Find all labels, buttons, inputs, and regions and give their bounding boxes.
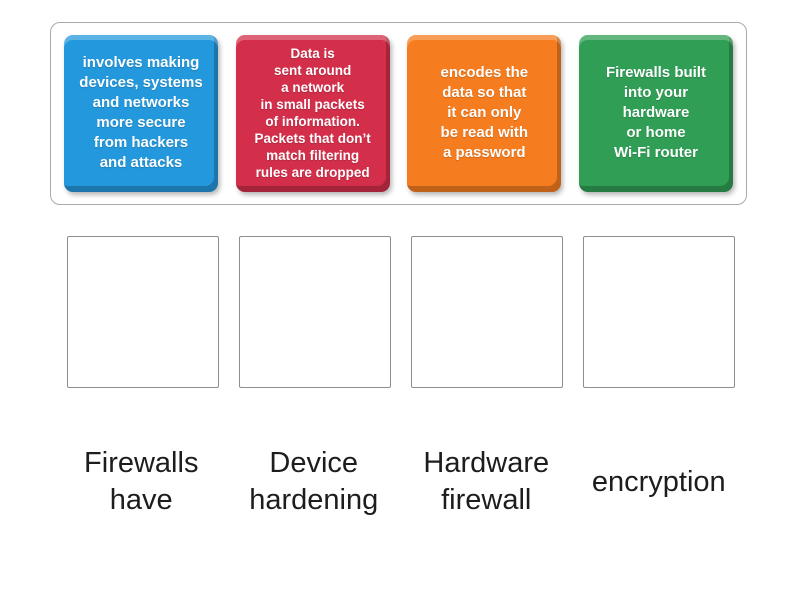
answer-label-hardware-firewall: Hardware firewall xyxy=(423,447,550,516)
definition-card-text: Data is sent around a network in small p… xyxy=(254,45,371,180)
drop-zones-row xyxy=(67,236,735,388)
answer-labels-row: Firewalls have Device hardening Hardware… xyxy=(55,436,745,528)
answer-label-firewalls-have: Firewalls have xyxy=(84,447,199,516)
definition-card-text: Firewalls built into your hardware or ho… xyxy=(605,63,706,161)
definition-card-text: encodes the data so that it can only be … xyxy=(440,63,529,161)
answer-label-encryption: encryption xyxy=(591,465,726,498)
drop-zone-3[interactable] xyxy=(411,236,563,388)
definitions-tray: involves making devices, systems and net… xyxy=(50,22,747,205)
definition-card-hardware-firewall[interactable]: Firewalls built into your hardware or ho… xyxy=(578,35,733,192)
definition-card-text: involves making devices, systems and net… xyxy=(79,53,203,171)
drop-zone-4[interactable] xyxy=(583,236,735,388)
drop-zone-2[interactable] xyxy=(239,236,391,388)
definition-card-firewalls-have[interactable]: Data is sent around a network in small p… xyxy=(235,35,390,192)
definition-card-encryption[interactable]: encodes the data so that it can only be … xyxy=(407,35,562,192)
drop-zone-1[interactable] xyxy=(67,236,219,388)
answer-label-device-hardening: Device hardening xyxy=(249,447,379,516)
definition-card-device-hardening[interactable]: involves making devices, systems and net… xyxy=(64,35,218,192)
